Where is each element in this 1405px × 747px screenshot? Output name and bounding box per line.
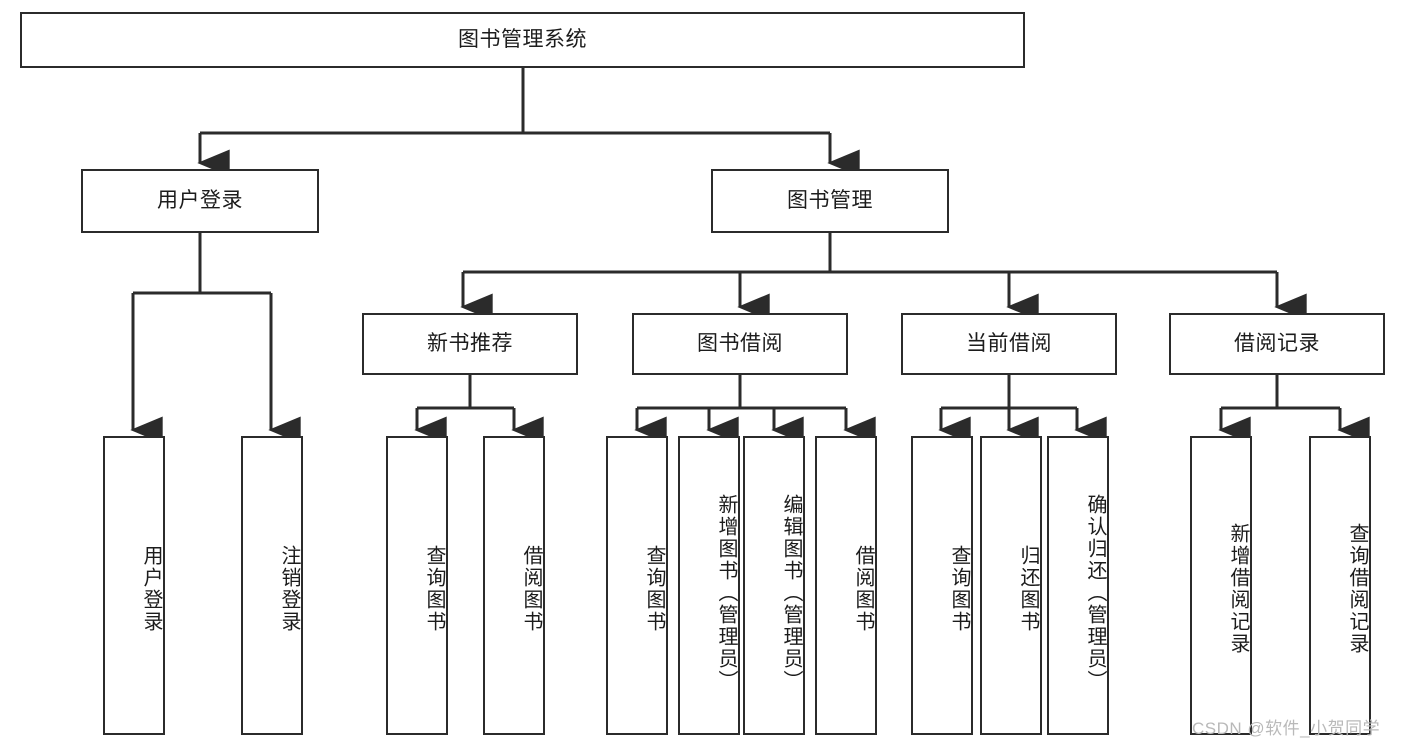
node-label: 查询图书 bbox=[423, 544, 445, 633]
watermark-text: CSDN @软件_小贺同学 bbox=[1192, 719, 1381, 738]
node-user-login[interactable]: 用户登录 bbox=[81, 169, 319, 233]
leaf-current-borrow-return[interactable]: 归还图书 bbox=[980, 436, 1042, 735]
leaf-user-login-login[interactable]: 用户登录 bbox=[103, 436, 165, 735]
node-label: 归还图书 bbox=[1017, 544, 1039, 633]
node-label: 新增图书（管理员） bbox=[715, 493, 737, 692]
leaf-borrow-record-query[interactable]: 查询借阅记录 bbox=[1309, 436, 1371, 735]
node-borrow-record[interactable]: 借阅记录 bbox=[1169, 313, 1385, 375]
node-new-book-recommend[interactable]: 新书推荐 bbox=[362, 313, 578, 375]
leaf-book-borrow-borrow[interactable]: 借阅图书 bbox=[815, 436, 877, 735]
leaf-current-borrow-query[interactable]: 查询图书 bbox=[911, 436, 973, 735]
node-label: 图书管理 bbox=[787, 189, 873, 213]
node-label: 图书借阅 bbox=[697, 332, 783, 356]
node-label: 新书推荐 bbox=[427, 332, 513, 356]
node-label: 借阅图书 bbox=[852, 544, 874, 633]
leaf-borrow-record-add[interactable]: 新增借阅记录 bbox=[1190, 436, 1252, 735]
leaf-new-book-query[interactable]: 查询图书 bbox=[386, 436, 448, 735]
node-label: 当前借阅 bbox=[966, 332, 1052, 356]
node-label: 新增借阅记录 bbox=[1227, 522, 1249, 655]
node-label: 图书管理系统 bbox=[458, 28, 587, 52]
leaf-book-borrow-add[interactable]: 新增图书（管理员） bbox=[678, 436, 740, 735]
node-label: 查询图书 bbox=[643, 544, 665, 633]
leaf-book-borrow-edit[interactable]: 编辑图书（管理员） bbox=[743, 436, 805, 735]
node-label: 用户登录 bbox=[157, 189, 243, 213]
node-label: 查询图书 bbox=[948, 544, 970, 633]
node-label: 确认归还（管理员） bbox=[1084, 493, 1106, 692]
node-label: 编辑图书（管理员） bbox=[780, 493, 802, 692]
leaf-new-book-borrow[interactable]: 借阅图书 bbox=[483, 436, 545, 735]
node-label: 借阅记录 bbox=[1234, 332, 1320, 356]
node-book-management[interactable]: 图书管理 bbox=[711, 169, 949, 233]
node-book-borrow[interactable]: 图书借阅 bbox=[632, 313, 848, 375]
leaf-current-borrow-confirm-return[interactable]: 确认归还（管理员） bbox=[1047, 436, 1109, 735]
node-current-borrow[interactable]: 当前借阅 bbox=[901, 313, 1117, 375]
node-label: 查询借阅记录 bbox=[1346, 522, 1368, 655]
leaf-user-login-logout[interactable]: 注销登录 bbox=[241, 436, 303, 735]
node-label: 用户登录 bbox=[140, 544, 162, 633]
leaf-book-borrow-query[interactable]: 查询图书 bbox=[606, 436, 668, 735]
node-label: 借阅图书 bbox=[520, 544, 542, 633]
node-label: 注销登录 bbox=[278, 544, 300, 633]
node-root-system[interactable]: 图书管理系统 bbox=[20, 12, 1025, 68]
